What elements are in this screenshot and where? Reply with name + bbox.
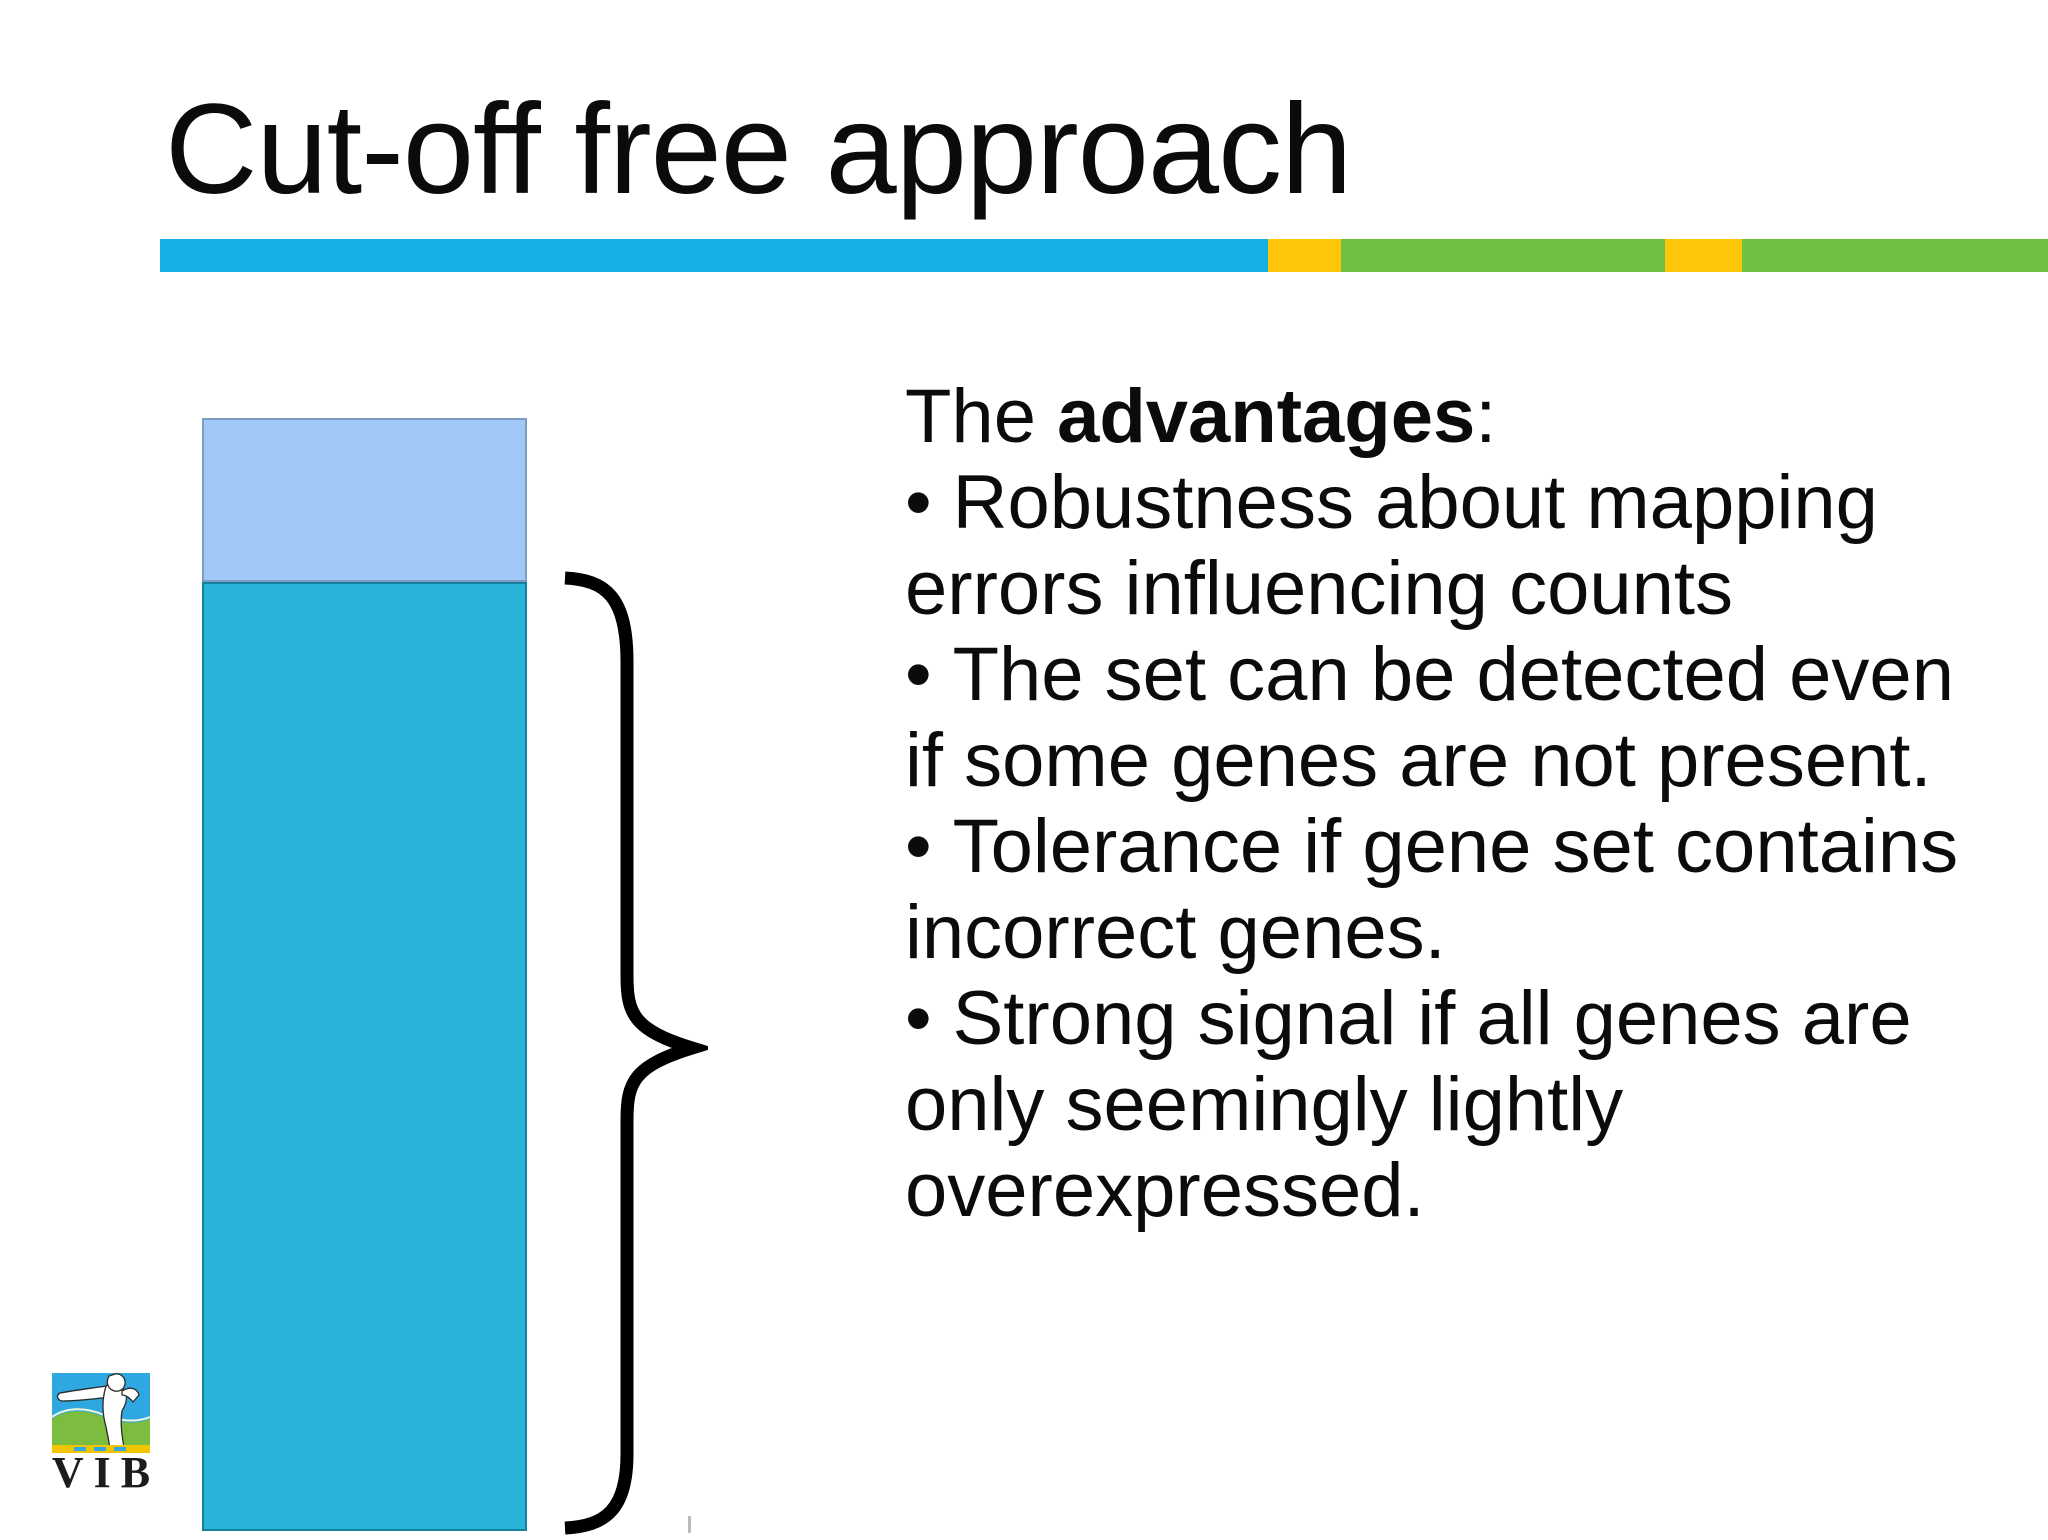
accent-bar-segment-green xyxy=(1341,239,1665,272)
bullet-text: Robustness about mapping errors influenc… xyxy=(905,460,1878,631)
title-accent-bar xyxy=(160,239,2048,272)
curly-brace-path xyxy=(564,571,708,1535)
accent-bar-segment-yellow xyxy=(1665,239,1742,272)
intro-text-bold: advantages xyxy=(1057,374,1476,459)
accent-bar-segment-green xyxy=(1742,239,2048,272)
stray-tick-mark xyxy=(688,1516,691,1533)
logo-band-dash xyxy=(94,1447,106,1451)
bullet-item: •Robustness about mapping errors influen… xyxy=(905,460,1980,632)
stacked-bar-figure xyxy=(202,418,527,1531)
bullet-item: •Tolerance if gene set contains incorrec… xyxy=(905,804,1980,976)
accent-bar-segment-blue xyxy=(160,239,1268,272)
vib-logo-wordmark: VIB xyxy=(51,1448,161,1497)
logo-band-dash xyxy=(74,1447,86,1451)
logo-hill xyxy=(52,1411,150,1453)
bullet-item: •The set can be detected even if some ge… xyxy=(905,632,1980,804)
slide-title: Cut-off free approach xyxy=(165,78,1352,221)
bullet-marker: • xyxy=(905,976,932,1061)
bullet-marker: • xyxy=(905,804,932,889)
intro-text-colon: : xyxy=(1475,374,1497,459)
logo-human-figure xyxy=(56,1373,140,1453)
bar-segment-light-blue-top xyxy=(202,418,527,582)
bullet-marker: • xyxy=(905,632,932,717)
advantages-text-block: The advantages: •Robustness about mappin… xyxy=(905,374,1980,1234)
bar-segment-teal-bottom xyxy=(202,582,527,1531)
bullet-item: •Strong signal if all genes are only see… xyxy=(905,976,1980,1234)
intro-text-regular: The xyxy=(905,374,1058,459)
bullet-text: Tolerance if gene set contains incorrect… xyxy=(905,804,1959,975)
bullet-marker: • xyxy=(905,460,932,545)
bullet-text: Strong signal if all genes are only seem… xyxy=(905,976,1912,1233)
intro-line: The advantages: xyxy=(905,374,1980,460)
accent-bar-segment-yellow xyxy=(1268,239,1341,272)
bullet-text: The set can be detected even if some gen… xyxy=(905,632,1954,803)
vib-logo-icon xyxy=(52,1373,150,1453)
curly-brace xyxy=(564,571,708,1535)
logo-band-dash xyxy=(114,1447,126,1451)
